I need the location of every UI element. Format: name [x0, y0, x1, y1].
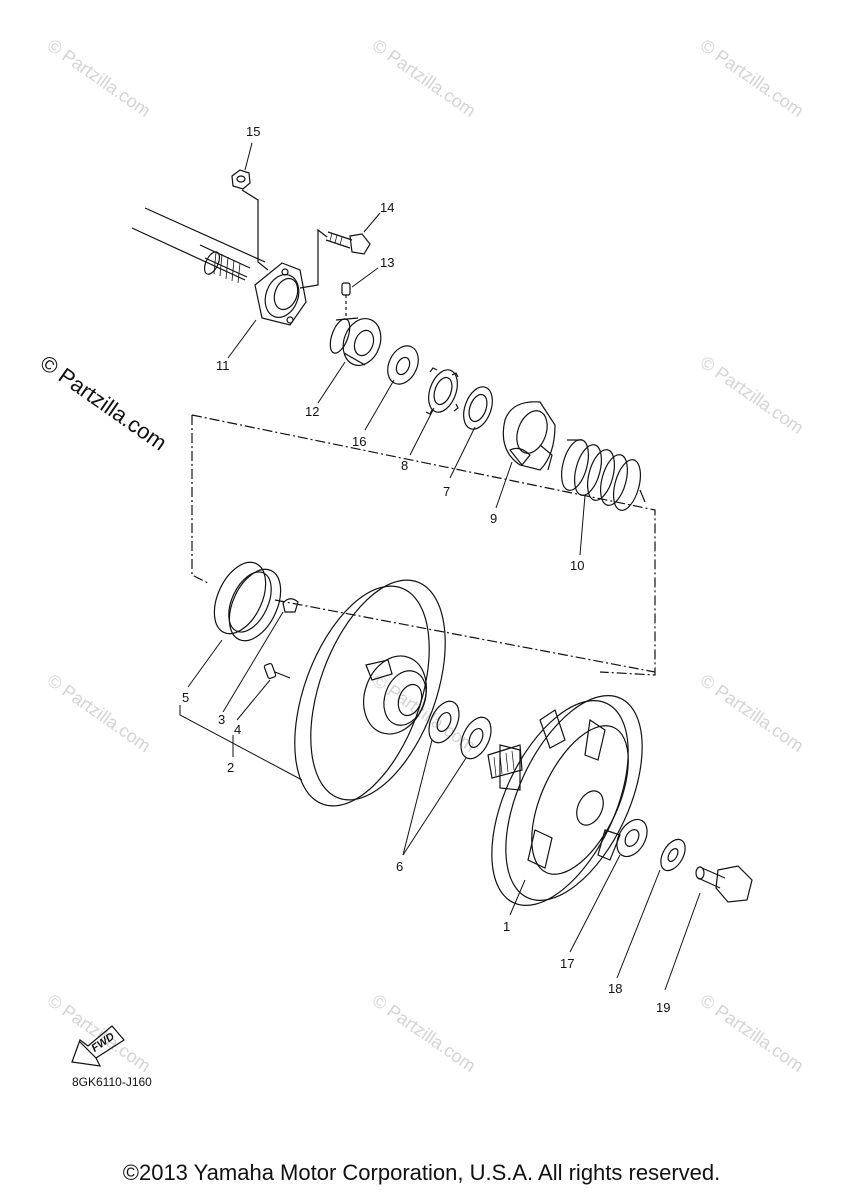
callout-1: 1: [503, 919, 510, 934]
callout-14: 14: [380, 200, 394, 215]
callout-13: 13: [380, 255, 394, 270]
callout-7: 7: [443, 484, 450, 499]
sheave-2: [294, 579, 446, 807]
washer-17: [616, 818, 648, 858]
set-screw-13: [341, 282, 351, 296]
washer-6b: [460, 716, 492, 760]
bolt-14: [325, 231, 371, 255]
cam-9: [502, 401, 556, 471]
callout-17: 17: [560, 956, 574, 971]
callout-2: 2: [227, 760, 234, 775]
lock-washer-7: [463, 386, 493, 430]
callout-16: 16: [352, 434, 366, 449]
screw-3: [282, 598, 299, 613]
spring-10: [560, 439, 646, 511]
callout-12: 12: [305, 404, 319, 419]
collar-12: [329, 317, 382, 366]
callout-11: 11: [216, 358, 230, 373]
nut-8: [425, 367, 459, 415]
washer-18: [660, 838, 686, 872]
callout-18: 18: [608, 981, 622, 996]
nut-15: [231, 169, 251, 190]
callout-3: 3: [218, 712, 225, 727]
callout-8: 8: [401, 458, 408, 473]
copyright-notice: ©2013 Yamaha Motor Corporation, U.S.A. A…: [122, 1160, 721, 1185]
callout-6: 6: [396, 859, 403, 874]
ring-5: [213, 561, 282, 642]
bearing-housing-11: [254, 262, 307, 326]
shaft: [131, 207, 266, 284]
callout-9: 9: [490, 511, 497, 526]
washer-16: [387, 345, 419, 385]
washer-6a: [428, 700, 460, 744]
callout-10: 10: [570, 558, 584, 573]
sheave-1: [487, 695, 643, 906]
callout-19: 19: [656, 1000, 670, 1015]
assembly-guide-line: [191, 415, 209, 584]
callout-5: 5: [182, 690, 189, 705]
fwd-arrow-icon: [71, 1025, 125, 1067]
callout-15: 15: [246, 124, 260, 139]
screw-4: [263, 663, 291, 679]
bolt-19: [695, 865, 753, 903]
diagram-code: 8GK6110-J160: [72, 1075, 152, 1089]
callout-4: 4: [234, 722, 241, 737]
fwd-label: FWD: [89, 1031, 116, 1055]
leader-lines: [179, 142, 701, 991]
